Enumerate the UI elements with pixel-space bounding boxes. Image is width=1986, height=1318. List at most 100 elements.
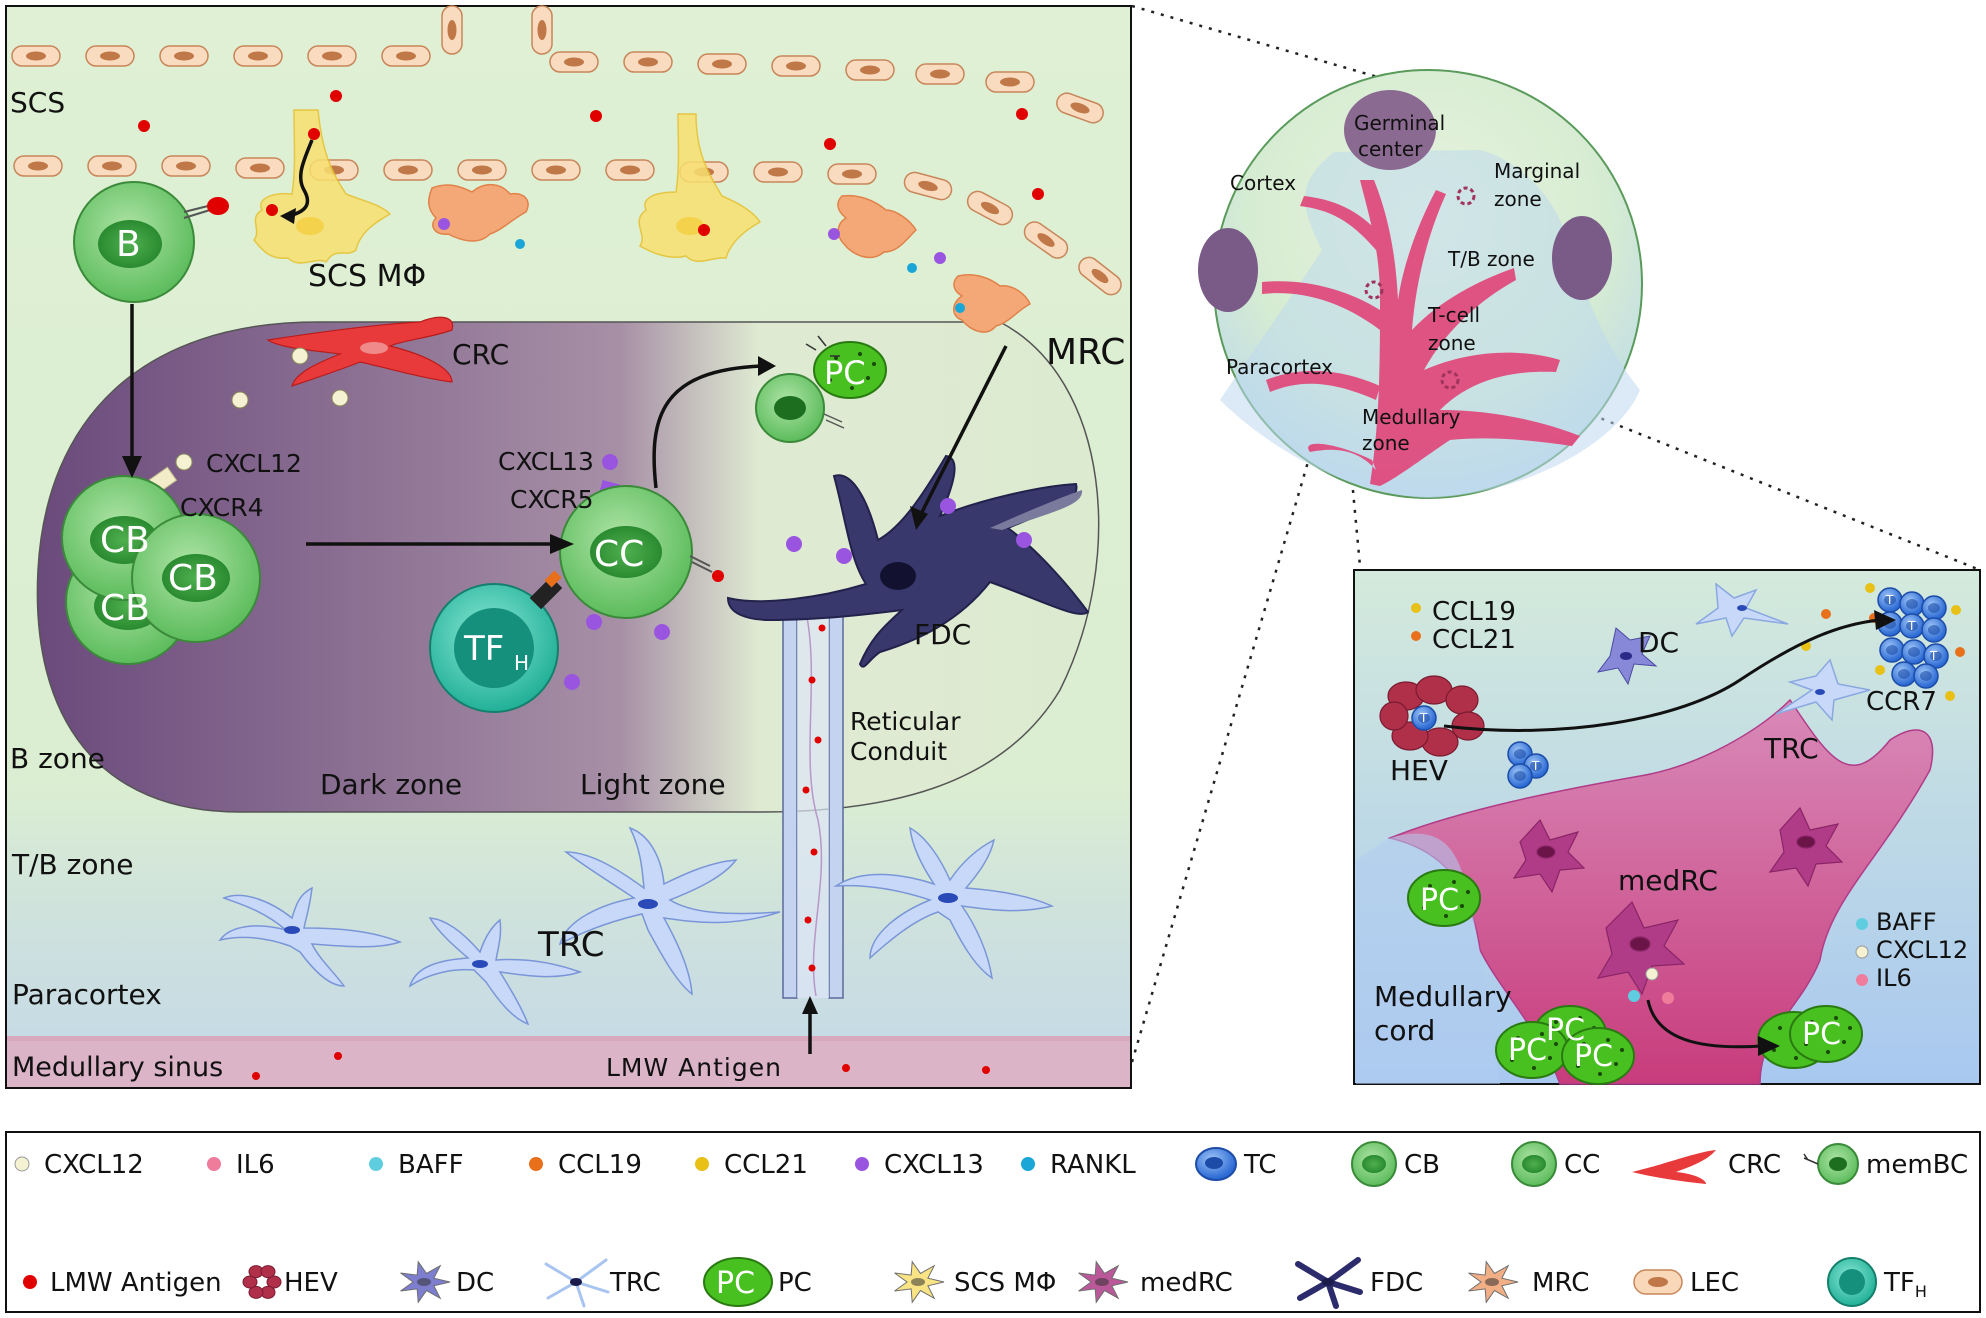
dark-zone-label: Dark zone	[320, 768, 462, 801]
t-label-c2b: T	[1907, 619, 1916, 633]
light-zone-label: Light zone	[580, 768, 726, 801]
lymph-node-overview: Germinal center Cortex Marginal zone T/B…	[1198, 69, 1643, 499]
legend-label: CXCL13	[884, 1150, 984, 1180]
medullary-tree	[1262, 180, 1580, 486]
fdc-cell	[726, 454, 1090, 668]
right-follicle	[1552, 216, 1612, 300]
memory-b-cell	[755, 373, 845, 443]
medulla-dc-label: DC	[1638, 626, 1679, 659]
hev-icon	[242, 1265, 282, 1299]
dot-cream	[14, 1156, 30, 1172]
left-follicle	[1198, 228, 1258, 312]
reticular-conduit-label-2: Conduit	[850, 737, 947, 766]
crc-cell	[266, 316, 454, 387]
t-label-c2a: T	[1885, 593, 1894, 607]
memory-b-cell-icon	[1803, 1143, 1859, 1185]
legend-item: TRC	[544, 1258, 661, 1308]
medulla-baff-label: BAFF	[1876, 908, 1937, 936]
t-label-hev: T	[1419, 711, 1428, 725]
crc-label: CRC	[452, 338, 509, 371]
legend-item: RANKL	[1021, 1150, 1136, 1180]
legend-label: CRC	[1728, 1150, 1781, 1180]
node-tb-zone-label: T/B zone	[1447, 247, 1535, 271]
mrc-cells	[428, 183, 1031, 333]
medullary-zone-label-2: zone	[1362, 431, 1410, 455]
legend-item: CC	[1511, 1141, 1600, 1187]
legend-item: SCS MΦ	[894, 1260, 1056, 1304]
medullary-cord-label-1: Medullary	[1374, 980, 1512, 1013]
legend-label: HEV	[284, 1268, 338, 1298]
flow-arrows	[130, 139, 1008, 1054]
pc-label: PC	[824, 354, 866, 392]
reticular-conduit	[782, 607, 844, 999]
svg-text:PC: PC	[716, 1266, 755, 1301]
scs-macrophage-label: SCS MΦ	[308, 259, 426, 294]
marginal-zone-label-2: zone	[1494, 187, 1542, 211]
mrc-cell-icon	[1468, 1260, 1519, 1304]
legend-label: LMW Antigen	[50, 1268, 222, 1298]
t-cell-icon	[1195, 1147, 1237, 1181]
medrc-cell-icon	[1078, 1260, 1129, 1304]
medulla-pc-label-5: PC	[1802, 1017, 1841, 1052]
legend-item: CRC	[1632, 1150, 1781, 1184]
legend-label: RANKL	[1050, 1150, 1136, 1180]
main-panel: SCS B zone T/B zone Paracortex Medullary…	[5, 5, 1132, 1089]
scs-macrophage-1	[253, 109, 392, 264]
dot-pink	[207, 1157, 221, 1171]
tfh-cell	[429, 570, 563, 713]
cxcl13-label: CXCL13	[498, 447, 594, 476]
marginal-zone-label-1: Marginal	[1494, 159, 1580, 183]
plasma-cell-main	[805, 335, 887, 399]
hev-markers	[1364, 186, 1476, 390]
cxcl12-label: CXCL12	[206, 449, 302, 478]
legend-item: BAFF	[369, 1150, 464, 1180]
legend-item: CXCL13	[855, 1150, 984, 1180]
medulla-dc-cell	[1596, 627, 1658, 686]
medullary-cord-region	[1387, 698, 1934, 1085]
medrc-cells	[1512, 806, 1844, 996]
legend-label: DC	[456, 1268, 494, 1298]
legend-label: CXCL12	[44, 1150, 144, 1180]
legend-label: medRC	[1140, 1268, 1233, 1298]
legend-item: medRC	[1078, 1260, 1233, 1304]
lec-cell-icon	[1633, 1269, 1683, 1295]
medullary-sinus-label: Medullary sinus	[12, 1052, 223, 1083]
legend-item: FDC	[1295, 1257, 1423, 1309]
tfh-cell-icon	[1827, 1257, 1877, 1307]
medullary-sinus-band	[7, 1040, 1130, 1087]
paracortex-label: Paracortex	[12, 978, 162, 1011]
tcell-zone-label-2: zone	[1428, 331, 1476, 355]
cxcr5-label: CXCR5	[510, 485, 594, 514]
node-paracortex-label: Paracortex	[1226, 355, 1333, 379]
legend-item: HEV	[242, 1265, 338, 1299]
legend-item: IL6	[207, 1150, 275, 1180]
germinal-center-ellipse	[1344, 90, 1436, 170]
centrocyte-icon	[1511, 1141, 1557, 1187]
legend-label: BAFF	[398, 1150, 464, 1180]
legend-item: MRC	[1468, 1260, 1589, 1304]
legend-label: IL6	[236, 1150, 275, 1180]
legend-item: CXCL12	[14, 1150, 144, 1180]
legend-label: CB	[1404, 1150, 1440, 1180]
legend-label: TRC	[609, 1268, 661, 1298]
medulla-pc-label-3: PC	[1508, 1033, 1547, 1068]
medulla-arrow-heads	[1758, 610, 1896, 1056]
cxcr4-label: CXCR4	[180, 493, 264, 522]
lmw-antigen-label: LMW Antigen	[606, 1053, 782, 1082]
cb-label-3: CB	[168, 558, 218, 599]
germinal-center-label-1: Germinal	[1354, 111, 1445, 135]
t-labels: T T T T T	[1419, 593, 1938, 773]
legend-label: memBC	[1866, 1150, 1968, 1180]
dot-teal	[1021, 1157, 1035, 1171]
centrocyte-cell	[559, 485, 713, 619]
ccl19-label: CCL19	[1432, 597, 1516, 627]
legend-item: DC	[400, 1260, 494, 1304]
medulla-pc-label-1: PC	[1420, 883, 1459, 918]
cortex-label: Cortex	[1230, 171, 1296, 195]
scs-macrophage-2	[638, 113, 762, 263]
legend-item: CCL21	[695, 1150, 808, 1180]
